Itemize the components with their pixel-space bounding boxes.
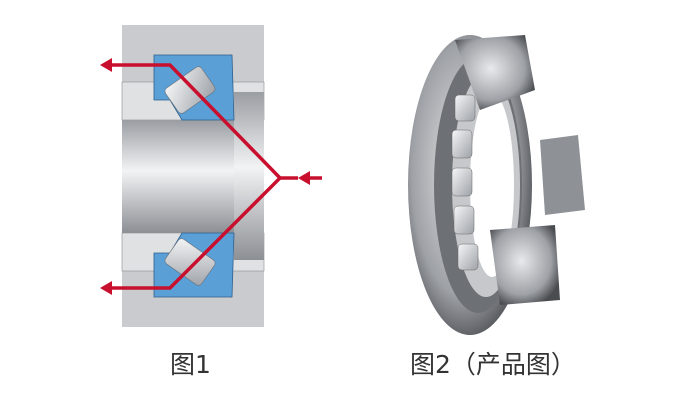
- arrow-left-bottom-icon: [100, 281, 112, 295]
- figure2-caption: 图2（产品图）: [410, 350, 576, 379]
- bearing-cross-section-diagram: [100, 25, 322, 327]
- arrow-axial-load-icon: [298, 171, 310, 185]
- arrow-left-top-icon: [100, 58, 112, 72]
- figure1-caption: 图1: [170, 350, 211, 379]
- shaft: [122, 120, 234, 233]
- thrust-bearing-product-photo: [408, 35, 585, 335]
